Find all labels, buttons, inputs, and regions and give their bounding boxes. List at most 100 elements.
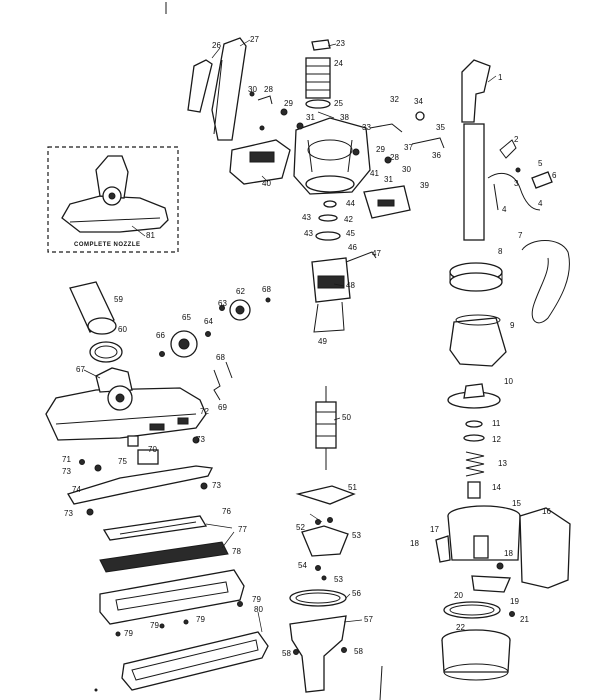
callout-50: 50 [342, 413, 351, 422]
callout-16: 16 [542, 507, 551, 516]
callout-73: 73 [62, 467, 71, 476]
callout-18: 18 [410, 539, 419, 548]
callout-53: 53 [352, 531, 361, 540]
callout-18: 18 [504, 549, 513, 558]
inset-label: COMPLETE NOZZLE [74, 242, 141, 248]
callout-20: 20 [454, 591, 463, 600]
callout-33: 33 [362, 123, 371, 132]
callout-60: 60 [118, 325, 127, 334]
callout-32: 32 [390, 95, 399, 104]
callout-76: 76 [222, 507, 231, 516]
callout-14: 14 [492, 483, 501, 492]
callout-79: 79 [196, 615, 205, 624]
callout-73: 73 [212, 481, 221, 490]
callout-65: 65 [182, 313, 191, 322]
callout-67: 67 [76, 365, 85, 374]
callout-43: 43 [304, 229, 313, 238]
callout-63: 63 [218, 299, 227, 308]
callout-77: 77 [238, 525, 247, 534]
callout-34: 34 [414, 97, 423, 106]
callout-38: 38 [340, 113, 349, 122]
callout-11: 11 [492, 419, 501, 428]
callout-78: 78 [232, 547, 241, 556]
callout-71: 71 [62, 455, 71, 464]
callout-37: 37 [404, 143, 413, 152]
callout-24: 24 [334, 59, 343, 68]
leader-lines [83, 39, 497, 633]
callout-57: 57 [364, 615, 373, 624]
callout-41: 41 [370, 169, 379, 178]
callout-28: 28 [264, 85, 273, 94]
callout-58: 58 [354, 647, 363, 656]
callout-5: 5 [538, 159, 543, 168]
callout-44: 44 [346, 199, 355, 208]
callout-75: 75 [118, 457, 127, 466]
callout-58: 58 [282, 649, 291, 658]
callout-29: 29 [284, 99, 293, 108]
callout-35: 35 [436, 123, 445, 132]
callout-72: 72 [200, 407, 209, 416]
callout-27: 27 [250, 35, 259, 44]
callout-21: 21 [520, 615, 529, 624]
callout-47: 47 [372, 249, 381, 258]
callout-26: 26 [212, 41, 221, 50]
callout-17: 17 [430, 525, 439, 534]
callout-31: 31 [384, 175, 393, 184]
callout-36: 36 [432, 151, 441, 160]
callout-4: 4 [502, 205, 507, 214]
callout-42: 42 [344, 215, 353, 224]
callout-62: 62 [236, 287, 245, 296]
callout-68: 68 [216, 353, 225, 362]
callout-43: 43 [302, 213, 311, 222]
callout-6: 6 [552, 171, 557, 180]
callout-48: 48 [346, 281, 355, 290]
callout-30: 30 [402, 165, 411, 174]
callout-9: 9 [510, 321, 515, 330]
callout-74: 74 [72, 485, 81, 494]
callout-66: 66 [156, 331, 165, 340]
callout-68: 68 [262, 285, 271, 294]
callout-8: 8 [498, 247, 503, 256]
callout-28: 28 [390, 153, 399, 162]
callout-73: 73 [64, 509, 73, 518]
handle-and-bag-group [435, 59, 571, 681]
callout-80: 80 [254, 605, 263, 614]
callout-54: 54 [298, 561, 307, 570]
callout-3: 3 [514, 179, 519, 188]
callout-19: 19 [510, 597, 519, 606]
callout-79: 79 [252, 595, 261, 604]
inset-part-number: 81 [146, 231, 155, 240]
callout-13: 13 [498, 459, 507, 468]
callout-10: 10 [504, 377, 513, 386]
callout-53: 53 [334, 575, 343, 584]
callout-40: 40 [262, 179, 271, 188]
complete-nozzle-inset: COMPLETE NOZZLE 81 [47, 146, 179, 253]
callout-12: 12 [492, 435, 501, 444]
callout-23: 23 [336, 39, 345, 48]
callout-29: 29 [376, 145, 385, 154]
callout-51: 51 [348, 483, 357, 492]
callout-73: 73 [196, 435, 205, 444]
callout-15: 15 [512, 499, 521, 508]
callout-46: 46 [348, 243, 357, 252]
callout-70: 70 [148, 445, 157, 454]
nozzle-exploded-group [45, 281, 271, 691]
callout-labels: 1 2 3 4 4 5 6 7 8 9 10 11 12 13 14 15 16… [62, 35, 557, 658]
callout-39: 39 [420, 181, 429, 190]
callout-4: 4 [538, 199, 543, 208]
callout-45: 45 [346, 229, 355, 238]
callout-64: 64 [204, 317, 213, 326]
callout-52: 52 [296, 523, 305, 532]
callout-25: 25 [334, 99, 343, 108]
callout-79: 79 [124, 629, 133, 638]
motor-housing-group [187, 37, 445, 219]
callout-30: 30 [248, 85, 257, 94]
motor-column [289, 200, 377, 693]
callout-69: 69 [218, 403, 227, 412]
callout-79: 79 [150, 621, 159, 630]
callout-22: 22 [456, 623, 465, 632]
callout-2: 2 [514, 135, 519, 144]
callout-31: 31 [306, 113, 315, 122]
callout-49: 49 [318, 337, 327, 346]
